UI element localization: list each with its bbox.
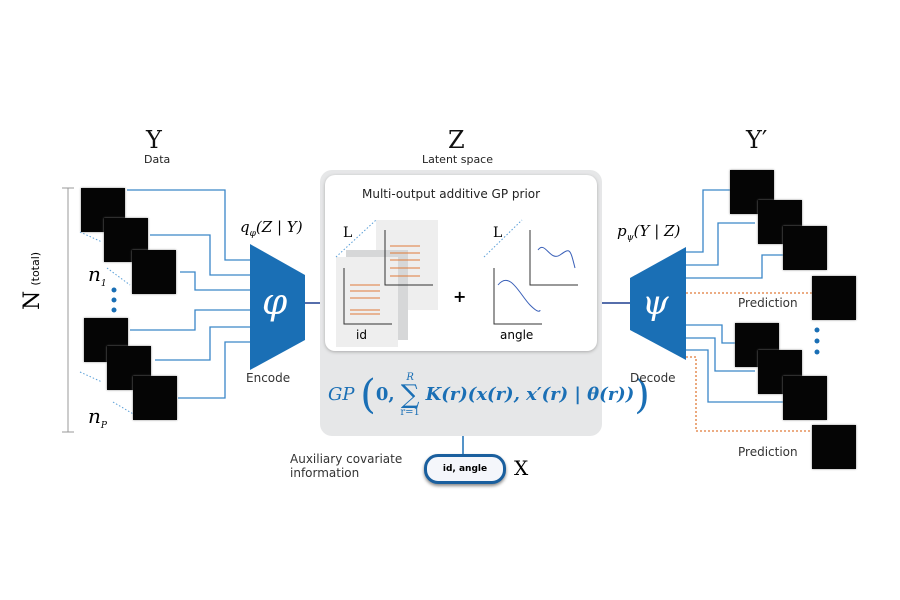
prediction-label: Prediction	[738, 296, 798, 310]
stack-l-id: L	[343, 225, 353, 241]
id-panel	[336, 257, 398, 347]
id-label: id	[356, 328, 367, 342]
covariate-pill[interactable]: id, angle	[424, 454, 506, 484]
decoder-output-lines	[686, 189, 783, 403]
angle-label: angle	[500, 328, 534, 342]
output-image	[783, 226, 827, 270]
encoder-shape	[250, 244, 305, 370]
prediction-image	[812, 276, 856, 320]
prediction-label: Prediction	[738, 445, 798, 459]
y-symbol: Y	[146, 126, 162, 154]
decode-label: Decode	[630, 371, 676, 385]
decoder-distribution: pψ(Y | Z)	[617, 222, 681, 243]
encoder-input-lines	[127, 189, 250, 399]
latent-caption: Latent space	[422, 153, 494, 166]
prediction-lines	[686, 292, 812, 432]
decoder-shape	[630, 247, 686, 360]
psi-symbol: ψ	[642, 283, 669, 323]
input-image	[133, 376, 177, 420]
output-image	[783, 376, 827, 420]
encode-label: Encode	[246, 371, 291, 385]
plus-sign: +	[453, 287, 467, 306]
prediction-image	[812, 425, 856, 469]
data-caption: Data	[144, 153, 171, 166]
gp-formula: GP (0, R∑r=1 K(r)(x(r), x′(r) | θ(r)))	[328, 372, 650, 418]
ellipsis-dots-left	[111, 287, 117, 313]
gp-prior-title: Multi-output additive GP prior	[362, 187, 541, 201]
z-symbol: Z	[448, 126, 465, 154]
n1-label: n1	[88, 262, 107, 289]
phi-symbol: φ	[262, 282, 288, 323]
y-prime-symbol: Y′	[746, 126, 768, 154]
input-image	[132, 250, 176, 294]
ellipsis-dots-right	[814, 327, 820, 355]
np-label: nP	[88, 404, 107, 431]
x-symbol: X	[514, 456, 529, 480]
stack-l-angle: L	[493, 225, 503, 241]
encoder-distribution: qφ(Z | Y)	[240, 218, 303, 239]
